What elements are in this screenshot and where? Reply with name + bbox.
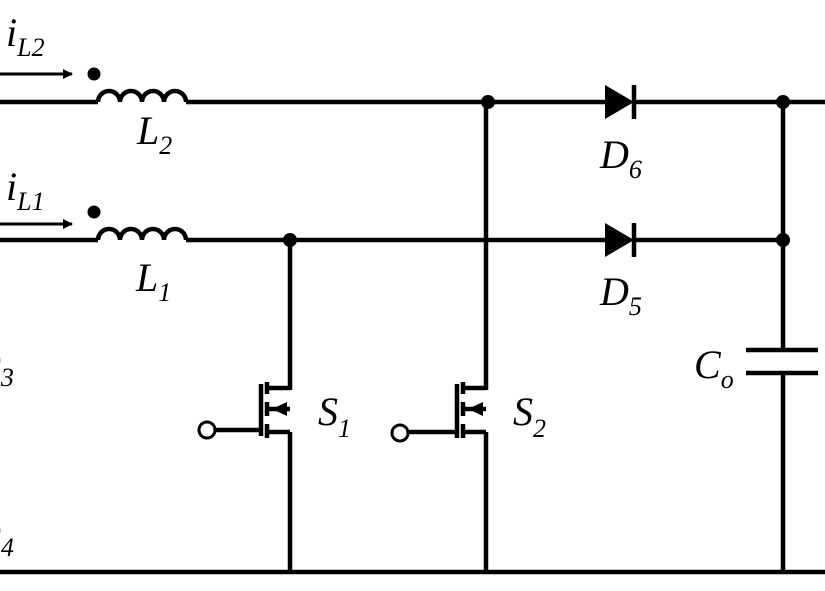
- label-d4: D4: [0, 510, 14, 562]
- junction-s1-mid: [283, 233, 297, 247]
- label-il2: iL2: [6, 10, 45, 62]
- label-d5: D5: [599, 269, 642, 321]
- label-co: Co: [694, 342, 734, 394]
- gate-terminal-s2: [390, 423, 410, 443]
- capacitor-co: [746, 347, 818, 376]
- junction-out-top: [776, 95, 790, 109]
- junction-out-mid: [776, 233, 790, 247]
- inductor-l1-polarity-dot: [87, 205, 101, 219]
- label-s1: S1: [318, 389, 351, 443]
- mosfet-s1: [197, 382, 290, 440]
- label-il1: iL1: [6, 164, 45, 216]
- inductor-l2: [87, 67, 189, 103]
- diode-d5: [605, 223, 637, 257]
- label-l1: L1: [135, 255, 171, 307]
- inductor-l1: [87, 205, 189, 241]
- junction-s2-top: [481, 95, 495, 109]
- label-d3: D3: [0, 340, 14, 392]
- label-l2: L2: [136, 108, 172, 160]
- diode-d6: [605, 85, 637, 119]
- label-d6: D6: [599, 132, 642, 184]
- gate-terminal-s1: [197, 420, 217, 440]
- inductor-l2-polarity-dot: [87, 67, 101, 81]
- label-s2: S2: [513, 389, 546, 443]
- mosfet-s2: [390, 382, 486, 443]
